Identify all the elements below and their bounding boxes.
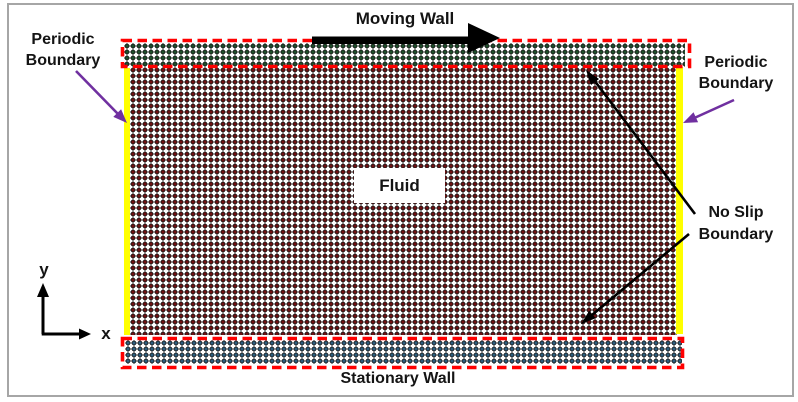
stationary-wall-label: Stationary Wall [340, 370, 456, 387]
periodic-boundary-label-right-line2: Boundary [698, 75, 774, 92]
periodic-arrow-right [690, 98, 735, 121]
moving-wall-label: Moving Wall [355, 9, 455, 28]
periodic-boundary-label-right: Periodic Boundary [681, 52, 791, 94]
y-axis-arrow-head [37, 283, 49, 297]
periodic-boundary-strip-left [124, 68, 130, 335]
periodic-boundary-label-left-line2: Boundary [25, 52, 101, 69]
periodic-boundary-strip-right [676, 67, 683, 334]
periodic-boundary-label-left: Periodic Boundary [6, 29, 120, 71]
y-axis-label: y [39, 260, 49, 279]
periodic-boundary-label-left-line1: Periodic [31, 31, 95, 48]
x-axis-arrow-head [79, 328, 91, 340]
periodic-arrow-left [75, 70, 119, 115]
periodic-boundary-label-right-line1: Periodic [704, 54, 768, 71]
periodic-arrow-right-head [683, 112, 699, 123]
moving-wall-particles [124, 43, 685, 67]
stationary-wall-particles [125, 340, 682, 364]
no-slip-boundary-label-line2: Boundary [698, 226, 774, 243]
x-axis-label: x [101, 324, 111, 343]
fluid-label: Fluid [354, 168, 445, 203]
no-slip-boundary-label: No Slip Boundary [681, 202, 791, 246]
no-slip-boundary-label-line1: No Slip [708, 204, 764, 221]
